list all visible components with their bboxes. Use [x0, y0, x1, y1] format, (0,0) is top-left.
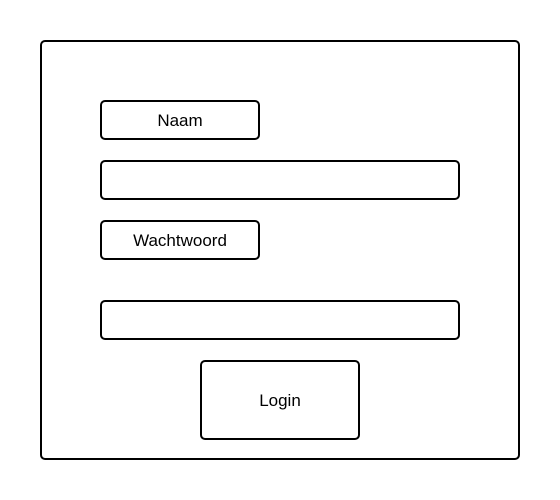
name-input[interactable]	[100, 160, 460, 200]
password-label: Wachtwoord	[100, 220, 260, 260]
name-label: Naam	[100, 100, 260, 140]
login-button-label: Login	[259, 390, 301, 410]
name-label-text: Naam	[157, 110, 203, 130]
password-input[interactable]	[100, 300, 460, 340]
password-label-text: Wachtwoord	[133, 230, 227, 250]
login-button[interactable]: Login	[200, 360, 360, 440]
